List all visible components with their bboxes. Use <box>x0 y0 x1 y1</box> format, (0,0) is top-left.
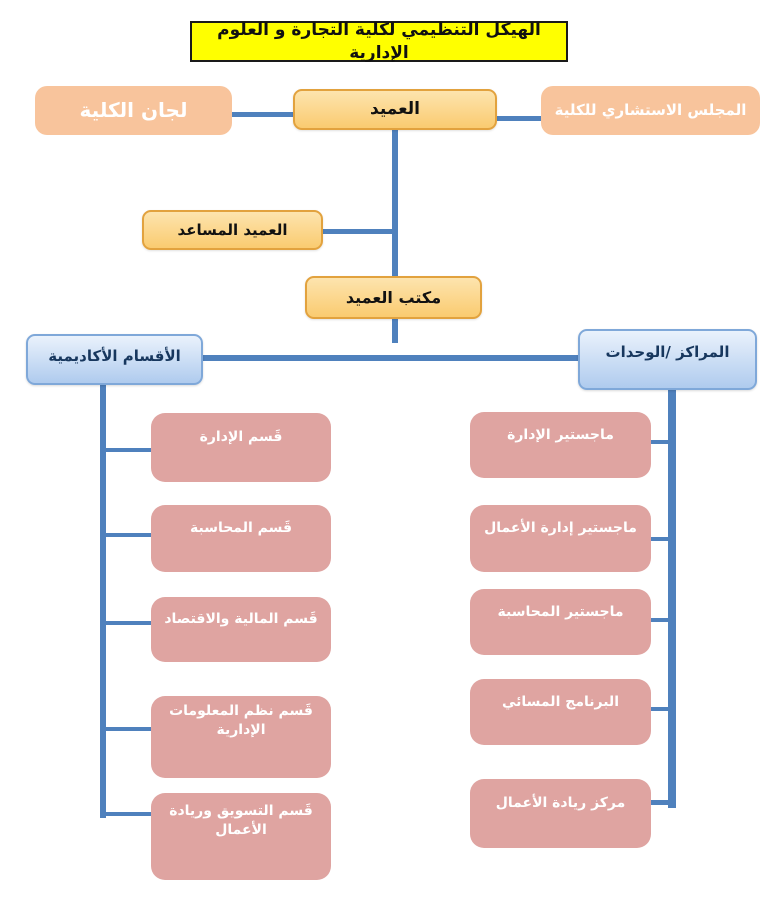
connector-line <box>643 618 668 622</box>
dept-accounting-box: قَسم المحاسبة <box>151 505 331 572</box>
dept-management-box: قَسم الإدارة <box>151 413 331 482</box>
connector-line <box>668 390 676 808</box>
evening-program-box: البرنامج المسائي <box>470 679 651 745</box>
dept-mis-box: قَسم نظم المعلومات الإدارية <box>151 696 331 778</box>
connector-line <box>643 707 668 711</box>
connector-line <box>640 800 668 805</box>
connector-line <box>106 727 152 731</box>
entrepreneurship-center-box: مركز ريادة الأعمال <box>470 779 651 848</box>
connector-line <box>106 621 152 625</box>
dean-office-box: مكتب العميد <box>305 276 482 319</box>
academic-departments-box: الأقسام الأكاديمية <box>26 334 203 385</box>
connector-line <box>392 130 398 343</box>
connector-line <box>100 385 106 818</box>
connector-line <box>643 537 668 541</box>
connector-line <box>106 812 152 816</box>
masters-accounting-box: ماجستير المحاسبة <box>470 589 651 655</box>
dept-finance-economics-box: قَسم المالية والاقتصاد <box>151 597 331 662</box>
dept-marketing-entrepreneurship-box: قَسم التسويق وريادة الأعمال <box>151 793 331 880</box>
masters-business-admin-box: ماجستير إدارة الأعمال <box>470 505 651 572</box>
connector-line <box>323 229 392 234</box>
org-chart-title: الهيكل التنظيمي لكلية التجارة و العلوم ا… <box>190 20 568 63</box>
centers-units-box: المراكز /الوحدات <box>578 329 757 390</box>
connector-line <box>232 112 293 117</box>
assistant-dean-box: العميد المساعد <box>142 210 323 250</box>
connector-line <box>106 448 152 452</box>
dean-box: العميد <box>293 89 497 130</box>
connector-line <box>497 116 541 121</box>
advisory-council-box: المجلس الاستشاري للكلية <box>541 86 760 135</box>
connector-line <box>203 355 578 361</box>
connector-line <box>106 533 152 537</box>
connector-line <box>643 440 668 444</box>
masters-management-box: ماجستير الإدارة <box>470 412 651 478</box>
committees-box: لجان الكلية <box>35 86 232 135</box>
